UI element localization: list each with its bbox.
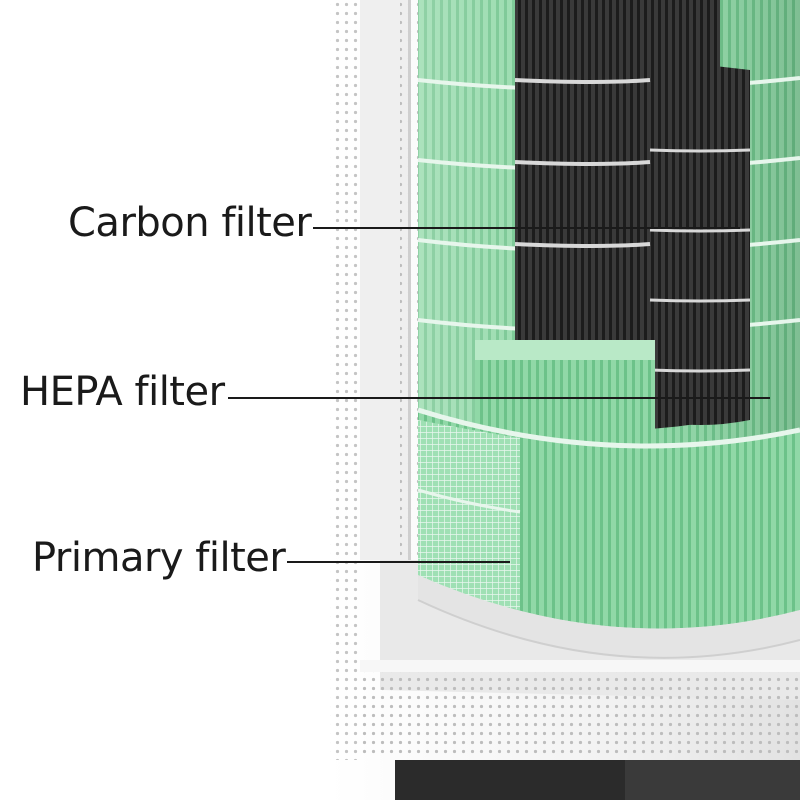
carbon-filter-core: [514, 0, 751, 430]
primary-filter-mesh: [417, 420, 521, 610]
carbon-filter-label: Carbon filter: [66, 200, 314, 246]
hepa-filter-label: HEPA filter: [18, 369, 227, 415]
filter-base-ring: [417, 575, 800, 659]
primary-filter-label: Primary filter: [30, 535, 288, 581]
